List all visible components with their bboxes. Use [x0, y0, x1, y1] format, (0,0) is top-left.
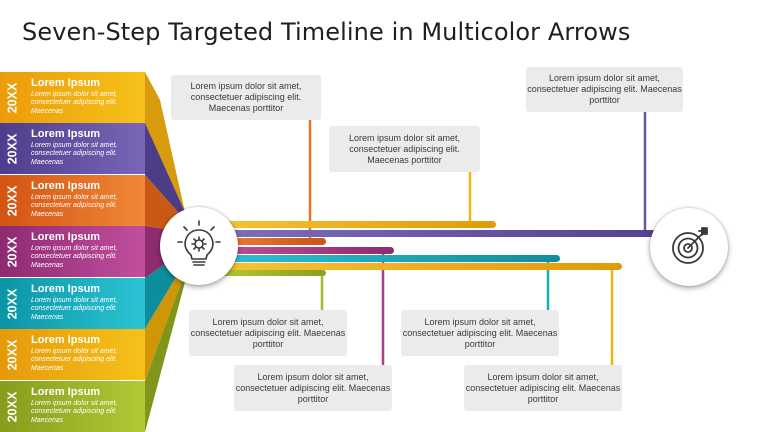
step-band-4: 20XX Lorem Ipsum Lorem ipsum dolor sit a…: [0, 226, 145, 277]
step-year: 20XX: [5, 185, 19, 216]
step-title: Lorem Ipsum: [31, 386, 101, 398]
step-year: 20XX: [5, 133, 19, 164]
step-band-5: 20XX Lorem Ipsum Lorem ipsum dolor sit a…: [0, 278, 145, 329]
step-description: Lorem ipsum dolor sit amet, consectetuer…: [31, 297, 118, 321]
step-year: 20XX: [5, 236, 19, 267]
step-title: Lorem Ipsum: [31, 180, 101, 192]
funnel-segment-1: [145, 72, 185, 212]
step-band-2: 20XX Lorem Ipsum Lorem ipsum dolor sit a…: [0, 123, 145, 174]
step-title: Lorem Ipsum: [31, 77, 101, 89]
step-description: Lorem ipsum dolor sit amet, consectetuer…: [31, 142, 118, 166]
timeline-bar-green: [200, 270, 326, 276]
callout-1: Lorem ipsum dolor sit amet, consectetuer…: [171, 75, 321, 120]
callout-5: Lorem ipsum dolor sit amet, consectetuer…: [234, 365, 392, 411]
step-band-1: 20XX Lorem Ipsum Lorem ipsum dolor sit a…: [0, 72, 145, 123]
step-title: Lorem Ipsum: [31, 283, 101, 295]
start-circle: [160, 207, 238, 285]
lightbulb-gear-icon: [177, 220, 221, 266]
funnel-segment-6: [145, 262, 185, 381]
step-description: Lorem ipsum dolor sit amet, consectetuer…: [31, 245, 118, 269]
timeline-bar-magenta: [200, 247, 394, 254]
timeline-bar-purple: [200, 230, 660, 237]
step-description: Lorem ipsum dolor sit amet, consectetuer…: [31, 400, 118, 424]
step-year: 20XX: [5, 339, 19, 370]
slide-title: Seven-Step Targeted Timeline in Multicol…: [22, 18, 631, 46]
step-title: Lorem Ipsum: [31, 128, 101, 140]
step-year: 20XX: [5, 82, 19, 113]
funnel-segment-7: [145, 272, 185, 432]
callout-4: Lorem ipsum dolor sit amet, consectetuer…: [189, 310, 347, 356]
step-year: 20XX: [5, 391, 19, 422]
callout-7: Lorem ipsum dolor sit amet, consectetuer…: [464, 365, 622, 411]
step-description: Lorem ipsum dolor sit amet, consectetuer…: [31, 91, 118, 115]
callout-6: Lorem ipsum dolor sit amet, consectetuer…: [401, 310, 559, 356]
timeline-bar-yellow-bottom: [200, 263, 622, 270]
target-arrow-icon: [672, 227, 708, 264]
step-title: Lorem Ipsum: [31, 334, 101, 346]
step-band-3: 20XX Lorem Ipsum Lorem ipsum dolor sit a…: [0, 175, 145, 226]
timeline-bar-teal: [200, 255, 560, 262]
step-title: Lorem Ipsum: [31, 231, 101, 243]
step-description: Lorem ipsum dolor sit amet, consectetuer…: [31, 194, 118, 218]
callout-2: Lorem ipsum dolor sit amet, consectetuer…: [329, 126, 480, 172]
callout-3: Lorem ipsum dolor sit amet, consectetuer…: [526, 67, 683, 112]
funnel-segment-2: [145, 123, 185, 220]
timeline-bar-yellow-top: [200, 221, 496, 228]
goal-circle: [650, 208, 728, 286]
step-band-7: 20XX Lorem Ipsum Lorem ipsum dolor sit a…: [0, 381, 145, 432]
step-description: Lorem ipsum dolor sit amet, consectetuer…: [31, 348, 118, 372]
step-band-6: 20XX Lorem Ipsum Lorem ipsum dolor sit a…: [0, 329, 145, 380]
step-year: 20XX: [5, 288, 19, 319]
